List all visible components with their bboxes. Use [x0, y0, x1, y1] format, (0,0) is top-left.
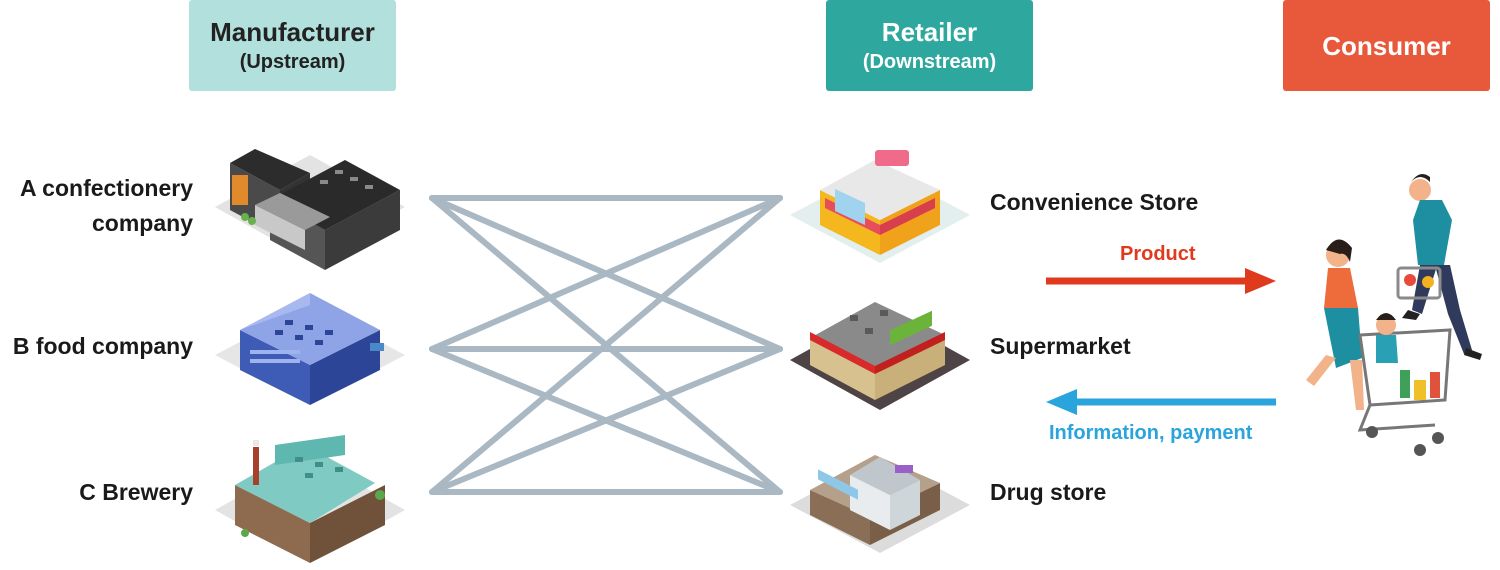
retailer-label-supermarket: Supermarket: [990, 333, 1131, 359]
product-flow-label: Product: [1120, 243, 1196, 265]
connector-line: [429, 346, 783, 495]
consumer-header-title: Consumer: [1322, 30, 1451, 61]
supermarket-icon: [790, 302, 970, 410]
manufacturer-label-a: A confectionery company: [20, 171, 193, 241]
consumer-header: Consumer: [1283, 0, 1490, 91]
convenience-store-icon: [790, 150, 970, 267]
connector-line: [429, 195, 783, 352]
manufacturer-label-a-line1: A confectionery: [20, 175, 193, 201]
manufacturer-header: Manufacturer (Upstream): [189, 0, 396, 91]
retailer-header-title: Retailer: [881, 16, 978, 47]
factory-icon: [215, 149, 405, 270]
manufacturer-label-c: C Brewery: [79, 479, 193, 505]
retailer-header: Retailer (Downstream): [826, 0, 1033, 91]
manufacturer-header-subtitle: (Upstream): [239, 50, 346, 73]
retailer-label-drug-store: Drug store: [990, 479, 1107, 505]
brewery-icon: [215, 435, 405, 563]
factory-icon: [215, 293, 405, 405]
retailer-header-subtitle: (Downstream): [862, 50, 997, 73]
retailer-label-convenience-store: Convenience Store: [990, 189, 1199, 215]
manufacturer-label-b: B food company: [12, 333, 193, 359]
manufacturer-header-title: Manufacturer: [210, 16, 375, 47]
shopping-family-icon: [1306, 173, 1482, 456]
info-payment-flow-label: Information, payment: [1049, 422, 1253, 444]
info-payment-arrow: [1046, 389, 1276, 415]
drug-store-icon: [790, 455, 970, 553]
manufacturer-label-a-line2: company: [92, 210, 193, 236]
connector-line: [429, 195, 783, 495]
product-arrow: [1046, 268, 1276, 294]
